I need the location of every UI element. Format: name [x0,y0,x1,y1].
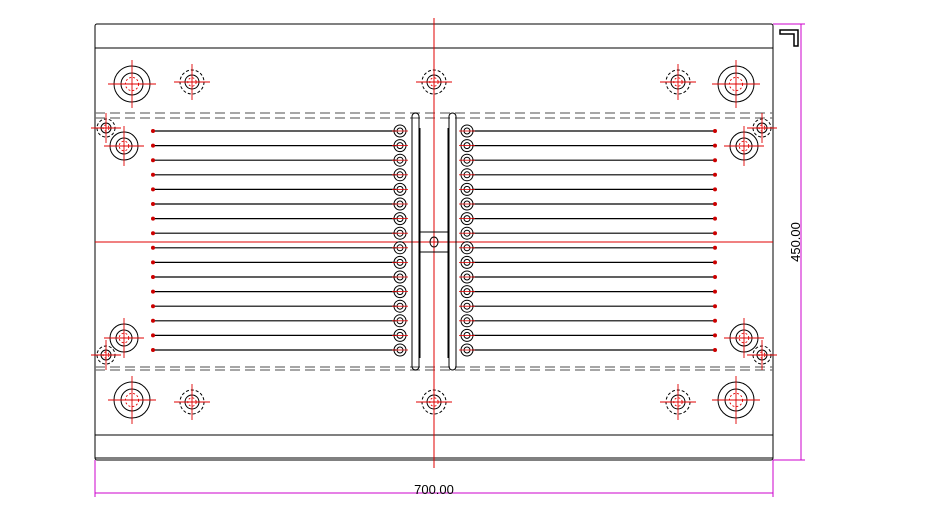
return-pin-hole-icon [104,126,144,166]
edge-hole-icon [91,113,121,143]
edge-hole-icon [747,340,777,370]
pin-dot-right [713,333,717,338]
screw-hole-icon [174,64,210,100]
pin-dot-left [151,202,155,206]
height-dimension-label: 450.00 [788,222,803,262]
guide-bushing-large-icon [712,60,760,108]
edge-hole-icon [747,113,777,143]
screw-hole-icon [660,384,696,420]
pin-dot-left [151,333,155,338]
dimensions [94,23,805,497]
bolt-holes [91,60,777,424]
pin-dot-right [713,216,717,221]
pin-dot-right [713,129,717,133]
pin-dot-right [713,172,717,177]
pin-dot-left [151,129,155,133]
pin-dot-right [713,143,717,148]
runner-rail-left [411,112,420,371]
pin-dot-left [151,275,155,279]
ejector-pin-rows [151,124,717,357]
screw-hole-icon [660,64,696,100]
pin-dot-left [151,172,155,177]
pin-dot-left [151,260,155,265]
pin-dot-right [713,245,717,250]
screw-hole-icon [174,384,210,420]
sprue-icon [429,236,439,248]
guide-bushing-large-icon [712,376,760,424]
return-pin-hole-icon [724,318,764,358]
guide-bushing-large-icon [108,376,156,424]
pin-dot-left [151,231,155,236]
pin-dot-left [151,158,155,163]
pin-dot-left [151,143,155,148]
pin-dot-left [151,304,155,309]
return-pin-hole-icon [104,318,144,358]
pin-dot-right [713,348,717,352]
pin-dot-left [151,245,155,250]
pin-dot-right [713,275,717,279]
width-dimension-label: 700.00 [414,482,454,497]
return-pin-hole-icon [724,126,764,166]
edge-hole-icon [91,340,121,370]
pin-dot-right [713,318,717,323]
pin-dot-right [713,202,717,206]
pin-dot-left [151,187,155,192]
guide-bushing-large-icon [108,60,156,108]
pin-dot-left [151,216,155,221]
pin-dot-right [713,231,717,236]
pin-dot-right [713,158,717,163]
runner-rail-right [448,112,457,371]
screw-hole-icon [416,384,452,420]
corner-mark-icon [779,29,799,47]
central-runner-slot [411,112,457,371]
pin-dot-left [151,348,155,352]
pin-dot-right [713,289,717,294]
screw-hole-icon [416,64,452,100]
pin-dot-left [151,318,155,323]
pin-dot-right [713,260,717,265]
pin-dot-right [713,187,717,192]
pin-dot-right [713,304,717,309]
pin-dot-left [151,289,155,294]
